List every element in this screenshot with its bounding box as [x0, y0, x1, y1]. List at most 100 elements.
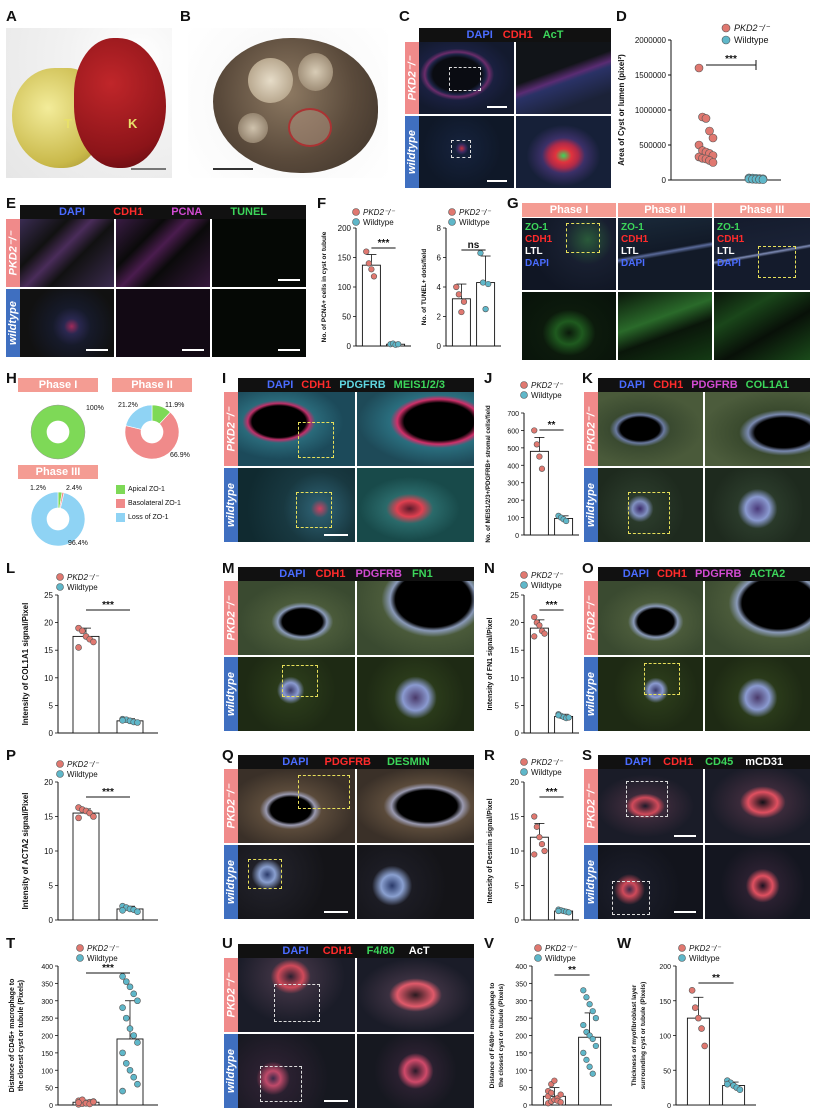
- stain-dapi: DAPI: [58, 206, 86, 218]
- cyst-3: [288, 108, 332, 147]
- data-point: [134, 719, 141, 726]
- y-tick-label: 5: [515, 882, 520, 891]
- y-tick-label: 150: [338, 254, 352, 263]
- legend-marker-wt: [56, 583, 64, 591]
- data-point: [531, 633, 538, 640]
- y-tick-label: 15: [44, 646, 53, 655]
- phase-I-header: Phase I: [522, 203, 616, 217]
- data-point: [557, 1099, 564, 1106]
- panel-label-A: A: [6, 8, 17, 25]
- data-point: [563, 517, 570, 525]
- micrograph-G-zo1-phase1: [522, 292, 616, 360]
- data-point: [90, 638, 97, 646]
- data-point: [134, 1039, 141, 1046]
- data-point: [695, 1014, 702, 1022]
- y-axis-label: No. of TUNEL+ dots/field: [421, 249, 428, 325]
- cyst-1: [248, 58, 293, 103]
- pie-label: 21.2%: [118, 402, 138, 409]
- micrograph-M-wt-overview: [238, 657, 355, 731]
- y-tick-label: 50: [342, 313, 351, 322]
- row-label-wt: wildtype: [584, 845, 598, 919]
- stain-cdh1: CDH1: [653, 379, 684, 391]
- micrograph-C-wt-zoom: [516, 116, 611, 188]
- y-tick-label: 5: [49, 882, 54, 891]
- data-point: [708, 133, 718, 143]
- significance-label: **: [568, 965, 576, 976]
- stain-dapi: DAPI: [624, 756, 652, 768]
- micrograph-U-pkd-overview: [238, 958, 355, 1032]
- data-point: [688, 987, 696, 994]
- stain-pdgfrb: PDGFRB: [691, 379, 738, 391]
- legend-marker-wt: [534, 954, 542, 962]
- y-axis-label: Intensity of ACTA2 signal/Pixel: [21, 793, 30, 910]
- row-label-wt: wildtype: [584, 468, 598, 542]
- data-point: [453, 283, 460, 291]
- row-label-pkd: PKD2⁻/⁻: [584, 769, 598, 843]
- data-point: [122, 978, 130, 985]
- row-label-pkd: PKD2⁻/⁻: [405, 42, 419, 114]
- significance-label: ***: [725, 54, 737, 65]
- data-point: [736, 1086, 744, 1094]
- data-point: [479, 279, 487, 286]
- data-point: [758, 175, 768, 184]
- row-label-wt: wildtype: [224, 657, 238, 731]
- y-tick-label: 100: [507, 516, 519, 523]
- y-tick-label: 5: [49, 701, 54, 710]
- cyst-4: [238, 113, 268, 143]
- data-point: [701, 1042, 708, 1050]
- y-tick-label: 300: [41, 999, 53, 1006]
- data-point: [548, 1089, 555, 1096]
- significance-label: ***: [546, 787, 558, 798]
- stain-dapi: DAPI: [279, 568, 306, 580]
- y-tick-label: 6: [437, 254, 442, 263]
- micrograph-E-tunel-pkd: [212, 219, 306, 287]
- data-point: [531, 813, 538, 820]
- data-point: [395, 341, 402, 348]
- stain-f480: F4/80: [366, 945, 395, 957]
- panel-label-K: K: [582, 370, 593, 387]
- pie-legend: Apical ZO-1 Basolateral ZO-1 Loss of ZO-…: [116, 483, 181, 525]
- significance-label: ***: [102, 600, 114, 611]
- data-point: [531, 851, 538, 858]
- legend-label-wt: Wildtype: [363, 218, 394, 227]
- data-point: [536, 622, 543, 629]
- y-tick-label: 400: [515, 964, 527, 971]
- y-tick-label: 2: [437, 313, 442, 322]
- y-tick-label: 15: [510, 646, 519, 655]
- panel-label-F: F: [317, 195, 327, 212]
- legend-label-pkd: PKD2⁻/⁻: [734, 23, 771, 33]
- y-tick-label: 8: [437, 224, 442, 233]
- micrograph-G-zo1-phase2: [618, 292, 712, 360]
- micrograph-O-wt-zoom: [705, 657, 810, 731]
- legend-label-pkd: PKD2⁻/⁻: [545, 944, 577, 953]
- micrograph-U-wt-zoom: [357, 1034, 474, 1108]
- legend-label-wt: Wildtype: [67, 583, 98, 592]
- panel-label-E: E: [6, 195, 17, 212]
- micrograph-U-pkd-zoom: [357, 958, 474, 1032]
- y-tick-label: 250: [41, 1016, 53, 1023]
- y-axis-label: surrounding cyst or tubule (Pixels): [640, 982, 647, 1090]
- data-point: [75, 644, 82, 651]
- data-point: [580, 987, 587, 994]
- legend-marker-wt: [721, 35, 731, 45]
- y-tick-label: 0: [49, 1103, 53, 1110]
- stain-cdh1: CDH1: [301, 379, 332, 391]
- micrograph-O-pkd-zoom: [705, 581, 810, 655]
- row-label-wt: wildtype: [6, 289, 20, 357]
- stain-dapi: DAPI: [466, 29, 493, 41]
- significance-label: ***: [102, 787, 114, 798]
- micrograph-Q-pkd-overview: [238, 769, 355, 843]
- data-point: [75, 1099, 82, 1106]
- stain-pdgfrb: PDGFRB: [339, 379, 386, 391]
- panel-label-B: B: [180, 8, 191, 25]
- stain-act: AcT: [408, 945, 430, 957]
- h-phase-III: Phase III: [18, 465, 98, 479]
- micrograph-S-wt-zoom: [705, 845, 810, 919]
- micrograph-C-pkd-zoom: [516, 42, 611, 114]
- data-point: [370, 273, 378, 280]
- y-axis-label: Distance of F4/80+ macrophage to: [489, 983, 496, 1089]
- stain-meis: MEIS1/2/3: [393, 379, 446, 391]
